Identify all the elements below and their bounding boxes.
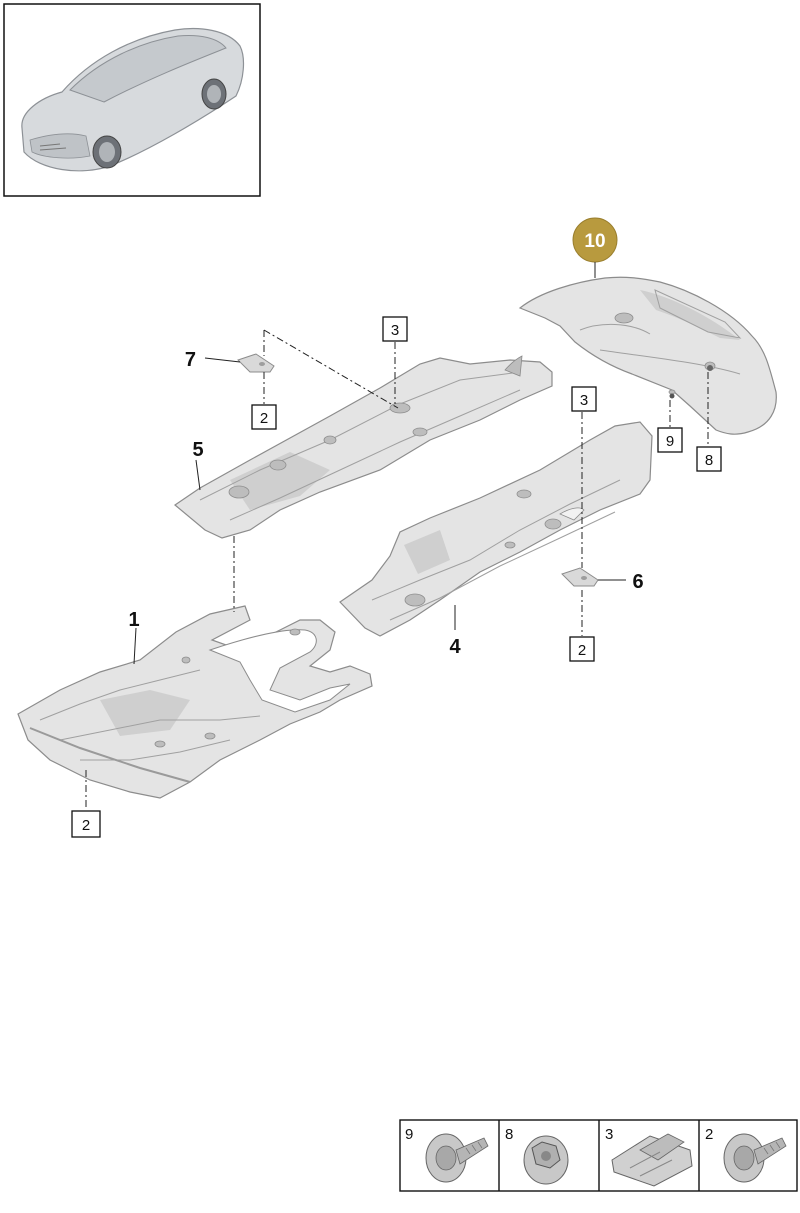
leader-lines bbox=[85, 329, 709, 810]
screw-washer-icon bbox=[425, 1133, 489, 1183]
ref-box-3-left[interactable]: 3 bbox=[382, 316, 408, 342]
svg-text:3: 3 bbox=[580, 392, 588, 409]
screw-washer-icon bbox=[723, 1133, 787, 1183]
svg-text:2: 2 bbox=[260, 410, 268, 427]
ref-box-2-front[interactable]: 2 bbox=[71, 810, 101, 838]
part-label-6: 6 bbox=[632, 571, 643, 593]
clip-6[interactable] bbox=[561, 567, 599, 587]
car-illustration-icon bbox=[21, 27, 245, 172]
svg-text:2: 2 bbox=[82, 817, 90, 834]
vehicle-thumbnail[interactable] bbox=[3, 3, 261, 197]
callout-10-label: 10 bbox=[584, 231, 605, 252]
part-label-1: 1 bbox=[128, 609, 139, 631]
ref-box-9[interactable]: 9 bbox=[657, 427, 683, 453]
legend-cell-8[interactable]: 8 bbox=[505, 1126, 569, 1185]
legend-cell-3[interactable]: 3 bbox=[605, 1126, 693, 1187]
svg-text:9: 9 bbox=[405, 1126, 413, 1143]
right-side-panel[interactable] bbox=[339, 421, 653, 637]
front-underbody-panel[interactable] bbox=[17, 605, 373, 799]
ref-box-8[interactable]: 8 bbox=[696, 446, 722, 472]
ref-box-2-right[interactable]: 2 bbox=[569, 636, 595, 662]
part-label-7: 7 bbox=[185, 349, 196, 371]
callout-10[interactable]: 10 bbox=[572, 217, 618, 278]
legend-cell-2[interactable]: 2 bbox=[705, 1126, 787, 1183]
fastener-9-marker bbox=[669, 393, 675, 399]
part-label-5: 5 bbox=[192, 439, 203, 461]
fastener-8-marker bbox=[707, 365, 713, 371]
ref-box-2-left[interactable]: 2 bbox=[251, 404, 277, 430]
legend-cell-9[interactable]: 9 bbox=[405, 1126, 489, 1183]
part-label-4: 4 bbox=[449, 636, 461, 658]
left-side-panel[interactable] bbox=[174, 355, 553, 539]
clip-7[interactable] bbox=[237, 353, 275, 373]
fastener-legend: 9 8 3 2 bbox=[399, 1119, 798, 1192]
ref-box-3-right[interactable]: 3 bbox=[571, 386, 597, 412]
rear-underbody-panel[interactable] bbox=[518, 276, 777, 435]
clip-nut-icon bbox=[611, 1133, 693, 1187]
svg-text:8: 8 bbox=[505, 1126, 513, 1143]
svg-text:9: 9 bbox=[666, 433, 674, 450]
svg-text:3: 3 bbox=[391, 322, 399, 339]
svg-text:2: 2 bbox=[578, 642, 586, 659]
svg-text:3: 3 bbox=[605, 1126, 613, 1143]
svg-text:2: 2 bbox=[705, 1126, 713, 1143]
svg-text:8: 8 bbox=[705, 452, 713, 469]
flange-nut-icon bbox=[523, 1135, 569, 1185]
